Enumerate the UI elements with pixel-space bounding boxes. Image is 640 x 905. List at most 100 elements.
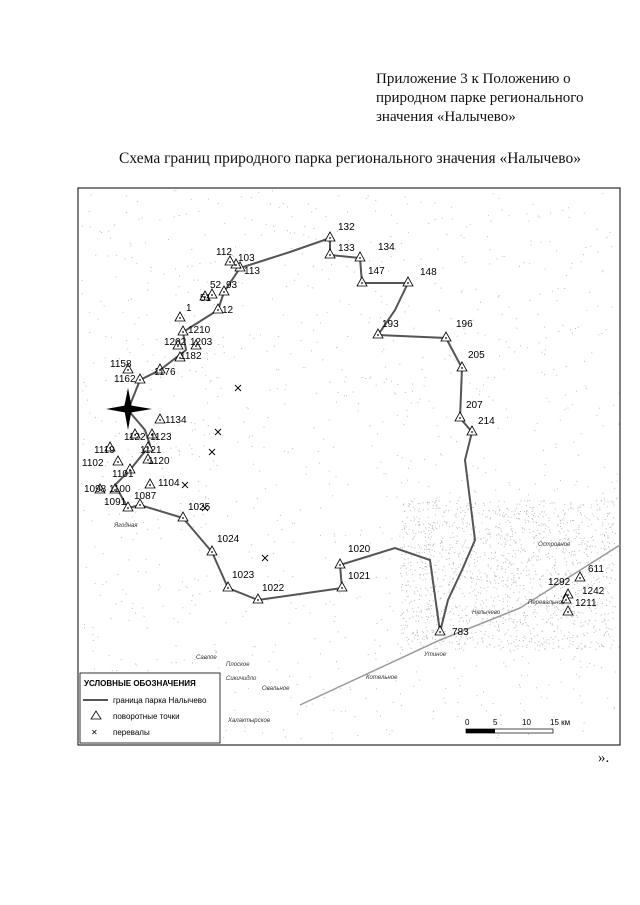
turning-point-label: 193 [382, 319, 399, 330]
place-label: Савлое [196, 655, 217, 661]
turning-point-label: 611 [588, 564, 604, 575]
turning-point-label: 1158 [110, 359, 132, 370]
turning-point [122, 363, 134, 374]
turning-point [129, 428, 141, 439]
triangle-icon [252, 593, 264, 604]
turning-point [146, 428, 158, 439]
turning-point [134, 373, 146, 384]
passes-layer [181, 384, 269, 562]
turning-point-label: 1021 [348, 571, 371, 582]
turning-point [562, 605, 574, 616]
triangle-icon [574, 571, 586, 582]
turning-point-label: 207 [466, 400, 483, 411]
turning-point-label: 1182 [180, 351, 202, 362]
triangle-icon [212, 303, 224, 314]
turning-point [218, 285, 230, 296]
triangle-icon [560, 593, 572, 604]
turning-point [154, 363, 166, 374]
turning-point [574, 571, 586, 582]
turning-point-label: 93 [226, 280, 238, 291]
triangle-icon [129, 428, 141, 439]
place-label: Налычево [472, 610, 501, 616]
turning-point-label: 1123 [150, 432, 172, 443]
triangle-icon [440, 331, 452, 342]
triangle-icon [134, 373, 146, 384]
turning-point [560, 593, 572, 604]
triangle-icon [172, 339, 184, 350]
pass-cross-icon [201, 504, 209, 512]
triangle-icon [134, 498, 146, 509]
triangle-icon [112, 455, 124, 466]
turning-point-label: 1020 [348, 544, 371, 555]
place-label: Островное [538, 542, 571, 548]
turning-point-label: 783 [452, 627, 469, 638]
triangle-icon [224, 255, 236, 266]
turning-point [440, 331, 452, 342]
closing-quote: ». [598, 750, 610, 766]
turning-point [154, 413, 166, 424]
triangle-icon [218, 285, 230, 296]
turning-point-label: 147 [368, 266, 385, 277]
place-label: Сикичидло [226, 676, 257, 682]
scale-tick: 0 [465, 718, 470, 727]
map-frame [77, 187, 621, 746]
turning-point [372, 328, 384, 339]
place-label: Ягодная [113, 523, 138, 529]
triangle-icon [372, 328, 384, 339]
triangle-icon [174, 351, 186, 362]
scale-bar: 0 5 10 15 км [465, 718, 570, 734]
triangle-icon [562, 605, 574, 616]
pass-cross-icon [181, 481, 189, 489]
triangle-icon [142, 441, 154, 452]
triangle-icon [122, 501, 134, 512]
place-label: Плоское [226, 662, 250, 668]
triangle-icon [456, 361, 468, 372]
turning-point [177, 511, 189, 522]
compass-rose-icon [106, 388, 152, 430]
triangle-icon [177, 325, 189, 336]
turning-point [122, 501, 134, 512]
turning-point-label: 1091 [104, 497, 127, 508]
triangle-icon [324, 231, 336, 242]
pass-cross-icon [261, 554, 269, 562]
turning-point [456, 361, 468, 372]
turning-point-label: 1024 [217, 534, 240, 545]
triangle-icon [124, 463, 136, 474]
turning-point-label: 196 [456, 319, 473, 330]
appendix-line: Приложение 3 к Положению о [376, 71, 571, 87]
turning-point-label: 1087 [134, 491, 157, 502]
place-label: Овальное [262, 686, 290, 692]
turning-point-label: 1202 [164, 337, 187, 348]
triangle-icon [90, 710, 102, 720]
turning-point-label: 1119 [94, 445, 115, 456]
turning-point [104, 441, 116, 452]
turning-point-label: 1122 [124, 432, 146, 443]
turning-point [124, 463, 136, 474]
turning-point [252, 593, 264, 604]
triangle-icon [356, 276, 368, 287]
turning-point-label: 103 [238, 253, 255, 264]
triangle-icon [324, 248, 336, 259]
turning-point-label: 134 [378, 242, 395, 253]
coastline [299, 544, 621, 706]
cross-icon: ✕ [91, 728, 98, 737]
turning-point [174, 351, 186, 362]
triangle-icon [104, 441, 116, 452]
turning-point [172, 339, 184, 350]
turning-point-label: 148 [420, 267, 437, 278]
legend: УСЛОВНЫЕ ОБОЗНАЧЕНИЯ граница парка Налыч… [79, 672, 221, 744]
triangle-icon [190, 339, 202, 350]
turning-point [222, 581, 234, 592]
triangle-icon [336, 581, 348, 592]
triangle-icon [154, 363, 166, 374]
triangle-icon [122, 363, 134, 374]
triangle-icon [222, 581, 234, 592]
scale-tick: 5 [493, 718, 498, 727]
turning-point-label: 1100 [109, 484, 131, 495]
turning-point-label: 1102 [82, 458, 104, 469]
turning-point [206, 545, 218, 556]
turning-point [466, 425, 478, 436]
place-label: Перевальное [528, 600, 566, 606]
turning-point [109, 483, 121, 494]
